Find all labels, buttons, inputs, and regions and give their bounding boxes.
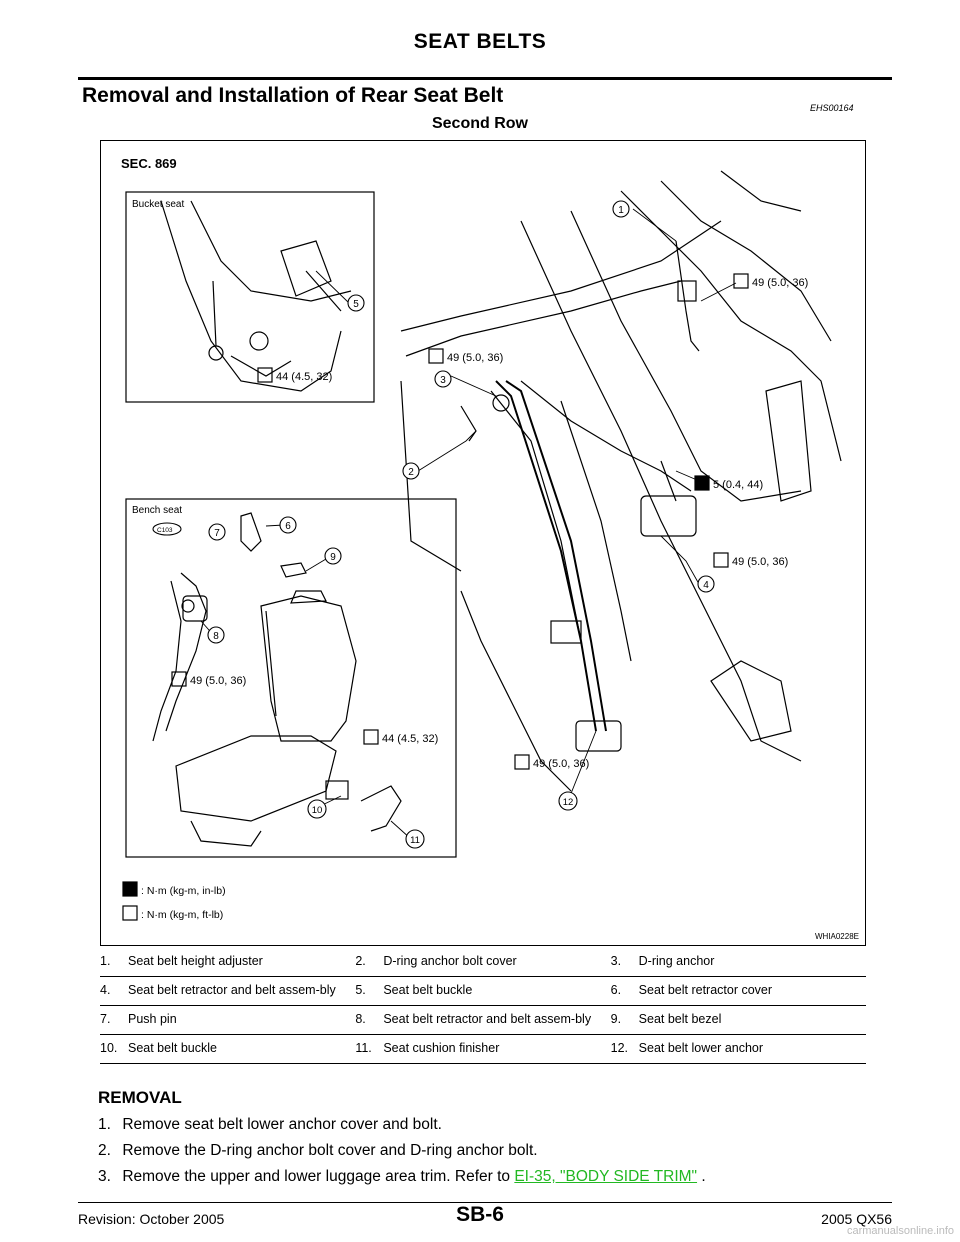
parts-cell: 5. Seat belt buckle xyxy=(355,976,611,1006)
part-number: 1. xyxy=(100,954,111,968)
callout-8: 8 xyxy=(213,631,219,642)
header-rule xyxy=(78,77,892,80)
part-name: Seat belt buckle xyxy=(128,1041,217,1055)
footer-revision: Revision: October 2005 xyxy=(78,1211,225,1227)
parts-cell: 11. Seat cushion finisher xyxy=(355,1034,611,1064)
section-code: EHS00164 xyxy=(810,103,854,113)
parts-cell: 10. Seat belt buckle xyxy=(100,1034,356,1064)
parts-cell: 1. Seat belt height adjuster xyxy=(100,948,356,977)
part-name: Seat belt lower anchor xyxy=(638,1041,764,1055)
callout-6: 6 xyxy=(285,521,291,532)
subsection-title: Second Row xyxy=(431,115,528,132)
connector-c103: C103 xyxy=(157,527,173,534)
legend-in-lb: : N·m (kg-m, in-lb) xyxy=(141,885,226,897)
part-number: 6. xyxy=(610,983,622,997)
part-name: Push pin xyxy=(128,1012,177,1026)
parts-list-table: 1. Seat belt height adjuster 2. D-ring anch… xyxy=(100,948,866,1064)
callout-7: 7 xyxy=(214,528,220,539)
part-number: 2. xyxy=(355,954,366,968)
part-name: Seat belt retractor cover xyxy=(638,983,773,997)
part-number: 3. xyxy=(610,954,622,968)
part-number: 5. xyxy=(355,983,366,997)
part-name: Seat belt height adjuster xyxy=(128,954,263,968)
torque-label-2: 49 (5.0, 36) xyxy=(447,352,503,364)
part-number: 4. xyxy=(100,983,111,997)
part-name: Seat belt buckle xyxy=(383,983,473,997)
part-number: 11. xyxy=(355,1041,372,1055)
removal-step: 1. Remove seat belt lower anchor cover a… xyxy=(98,1116,442,1133)
diagram-drawing: SEC. 869 Bucket seat Bench seat C103 1 2… xyxy=(121,156,842,921)
seat-belt-diagram: SEC. 869 Bucket seat Bench seat C103 1 2… xyxy=(100,140,866,946)
parts-row: 4. Seat belt retractor and belt assem-bly… xyxy=(100,976,866,1006)
callout-10: 10 xyxy=(312,805,323,816)
part-name: Seat belt retractor and belt assem-bly xyxy=(383,1012,592,1026)
parts-row: 1. Seat belt height adjuster 2. D-ring anch… xyxy=(100,948,866,977)
callout-1: 1 xyxy=(618,205,624,216)
part-number: 12. xyxy=(610,1041,629,1055)
part-name: D-ring anchor bolt cover xyxy=(383,954,517,968)
page-header-title: SEAT BELTS xyxy=(413,30,547,53)
parts-cell: 4. Seat belt retractor and belt assem-bly xyxy=(100,976,356,1006)
parts-cell: 3. D-ring anchor xyxy=(610,948,866,977)
figure-code: WHIA0228E xyxy=(814,932,859,941)
callout-11: 11 xyxy=(410,835,420,846)
parts-cell: 8. Seat belt retractor and belt assem-bly xyxy=(355,1005,611,1035)
part-number: 10. xyxy=(100,1041,118,1055)
parts-row: 7. Push pin 8. Seat belt retractor and belt… xyxy=(100,1005,866,1035)
callout-5: 5 xyxy=(353,299,359,310)
part-number: 8. xyxy=(355,1012,366,1026)
torque-label-7: 49 (5.0, 36) xyxy=(190,675,246,687)
torque-label-5: 49 (5.0, 36) xyxy=(533,758,589,770)
callout-3: 3 xyxy=(440,375,446,386)
removal-heading: REMOVAL xyxy=(98,1088,182,1107)
sec-number: SEC. 869 xyxy=(121,156,177,171)
removal-step: 3. Remove the upper and lower luggage ar… xyxy=(98,1168,706,1185)
torque-label-6: 44 (4.5, 32) xyxy=(276,371,332,383)
parts-cell: 7. Push pin xyxy=(100,1005,356,1035)
bucket-seat-label: Bucket seat xyxy=(132,199,184,210)
bench-seat-inset xyxy=(125,498,457,858)
parts-row: 10. Seat belt buckle 11. Seat cushion finis… xyxy=(100,1034,866,1064)
callout-4: 4 xyxy=(703,580,709,591)
parts-cell: 2. D-ring anchor bolt cover xyxy=(355,948,611,977)
torque-label-3: 5 (0.4, 44) xyxy=(713,479,763,491)
part-number: 7. xyxy=(100,1012,111,1026)
part-name: Seat belt retractor and belt assem-bly xyxy=(128,983,336,997)
bucket-seat-inset xyxy=(125,191,375,403)
footer-page-number: SB-6 xyxy=(456,1203,504,1226)
section-title: Removal and Installation of Rear Seat Be… xyxy=(82,84,504,107)
bench-seat-label: Bench seat xyxy=(132,505,182,516)
parts-cell: 12. Seat belt lower anchor xyxy=(610,1034,866,1064)
removal-step: 2. Remove the D-ring anchor bolt cover a… xyxy=(98,1142,538,1159)
footer-rule xyxy=(78,1202,892,1203)
part-name: D-ring anchor xyxy=(638,954,715,968)
torque-label-1: 49 (5.0, 36) xyxy=(752,277,808,289)
part-name: Seat cushion finisher xyxy=(383,1041,500,1055)
callout-12: 12 xyxy=(563,797,574,808)
parts-cell: 6. Seat belt retractor cover xyxy=(610,976,866,1006)
torque-label-8: 44 (4.5, 32) xyxy=(382,733,438,745)
watermark: carmanualsonline.info xyxy=(846,1225,954,1237)
callout-2: 2 xyxy=(408,467,414,478)
legend-ft-lb: : N·m (kg-m, ft-lb) xyxy=(141,909,223,921)
footer-model: 2005 QX56 xyxy=(821,1211,892,1227)
part-number: 9. xyxy=(610,1012,622,1026)
body-side-trim-link[interactable]: EI-35, "BODY SIDE TRIM" xyxy=(514,1168,698,1185)
removal-steps: 1. Remove seat belt lower anchor cover a… xyxy=(98,1112,706,1190)
callout-9: 9 xyxy=(330,552,336,563)
torque-label-4: 49 (5.0, 36) xyxy=(732,556,788,568)
parts-cell: 9. Seat belt bezel xyxy=(610,1005,866,1035)
part-name: Seat belt bezel xyxy=(638,1012,722,1026)
